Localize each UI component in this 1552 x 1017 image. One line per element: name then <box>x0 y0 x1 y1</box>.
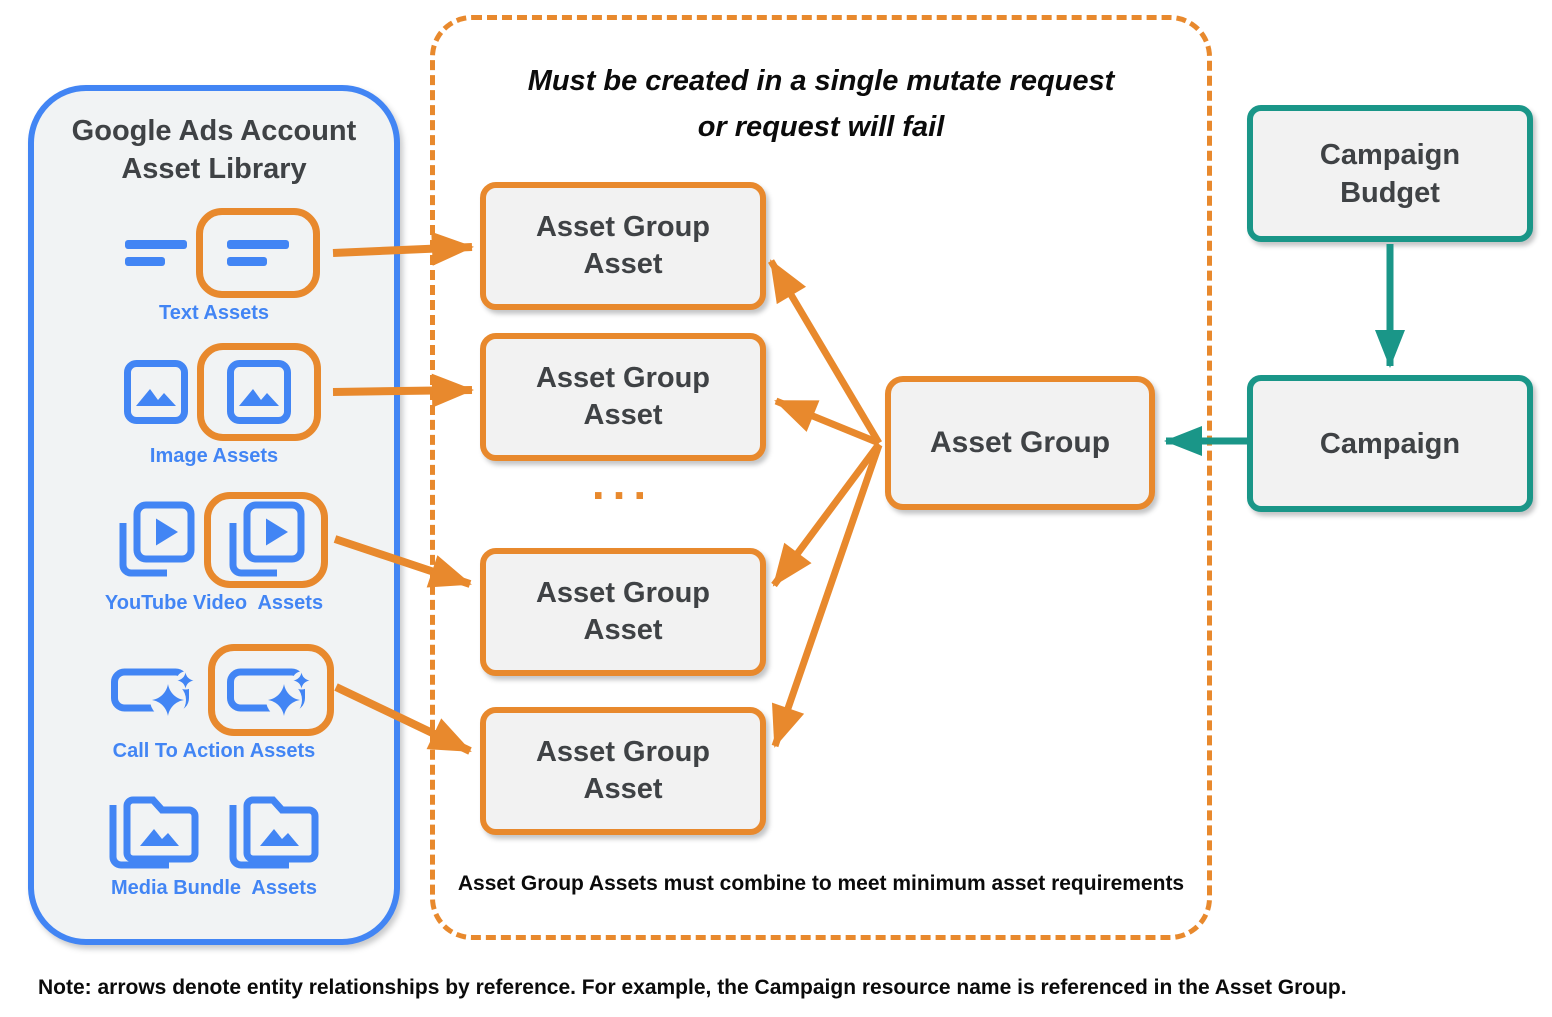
mutate-request-region: Must be created in a single mutate reque… <box>430 15 1212 940</box>
library-item-image-assets: Image Assets <box>34 343 394 468</box>
asset-group-label: Asset Group <box>929 426 1111 459</box>
asset-group-box: Asset Group <box>885 376 1155 510</box>
library-title-line2: Asset Library <box>121 153 307 185</box>
image-asset-icon <box>123 360 188 424</box>
campaign-label: Campaign <box>1319 427 1461 460</box>
image-assets-label: Image Assets <box>149 445 279 467</box>
asset-group-asset-label: Asset <box>583 248 663 280</box>
asset-library-panel: Google Ads Account Asset Library Text As… <box>28 85 400 945</box>
asset-group-asset-box-1: Asset Group Asset <box>480 182 766 310</box>
image-asset-icon <box>226 360 291 424</box>
media-bundle-assets-label: Media Bundle Assets <box>111 877 317 899</box>
more-asset-group-assets-ellipsis: ... <box>591 457 655 509</box>
cta-assets-label: Call To Action Assets <box>112 740 316 762</box>
call-to-action-asset-icon <box>226 668 310 718</box>
text-asset-icon <box>226 240 289 266</box>
asset-group-asset-label: Asset Group <box>535 362 711 394</box>
library-item-text-assets: Text Assets <box>34 208 394 325</box>
selected-text-asset-ring <box>195 208 320 298</box>
selected-image-asset-ring <box>196 343 321 441</box>
youtube-video-asset-icon <box>229 501 304 577</box>
cta-assets-icon-pair <box>110 644 334 736</box>
mutate-region-footnote: Asset Group Assets must combine to meet … <box>457 872 1185 895</box>
library-item-youtube-video-assets: YouTube Video Assets <box>34 492 394 615</box>
campaign-box: Campaign <box>1247 375 1533 512</box>
campaign-budget-box: Campaign Budget <box>1247 105 1533 242</box>
asset-group-asset-label: Asset <box>583 614 663 646</box>
library-item-call-to-action-assets: Call To Action Assets <box>34 644 394 763</box>
mutate-region-title: Must be created in a single mutate reque… <box>435 58 1207 150</box>
campaign-budget-label-line1: Campaign <box>1319 138 1461 171</box>
youtube-assets-label: YouTube Video Assets <box>104 592 324 614</box>
asset-group-asset-label: Asset Group <box>535 577 711 609</box>
diagram-note: Note: arrows denote entity relationships… <box>38 976 1347 999</box>
asset-group-asset-label: Asset Group <box>535 736 711 768</box>
media-bundle-asset-icon <box>109 796 199 869</box>
text-assets-icon-pair <box>124 208 320 298</box>
media-bundle-icon-pair <box>107 779 321 873</box>
youtube-video-asset-icon <box>119 501 194 577</box>
library-item-media-bundle-assets: Media Bundle Assets <box>34 779 394 900</box>
text-assets-label: Text Assets <box>158 302 270 324</box>
mutate-title-line2: or request will fail <box>697 111 945 143</box>
asset-group-asset-label: Asset <box>583 399 663 431</box>
media-bundle-asset-icon <box>229 796 319 869</box>
image-assets-icon-pair <box>123 343 321 441</box>
asset-group-asset-box-2: Asset Group Asset <box>480 333 766 461</box>
campaign-budget-label-line2: Budget <box>1340 176 1440 209</box>
selected-cta-asset-ring <box>207 644 334 736</box>
selected-youtube-asset-ring <box>203 492 328 588</box>
library-title-line1: Google Ads Account <box>71 115 357 147</box>
call-to-action-asset-icon <box>110 668 194 718</box>
library-title: Google Ads Account Asset Library <box>34 112 394 188</box>
asset-group-asset-label: Asset <box>583 773 663 805</box>
youtube-assets-icon-pair <box>117 492 328 588</box>
text-asset-icon <box>124 240 187 266</box>
asset-group-asset-box-4: Asset Group Asset <box>480 707 766 835</box>
asset-group-asset-label: Asset Group <box>535 211 711 243</box>
mutate-title-line1: Must be created in a single mutate reque… <box>527 65 1115 97</box>
asset-group-asset-box-3: Asset Group Asset <box>480 548 766 676</box>
